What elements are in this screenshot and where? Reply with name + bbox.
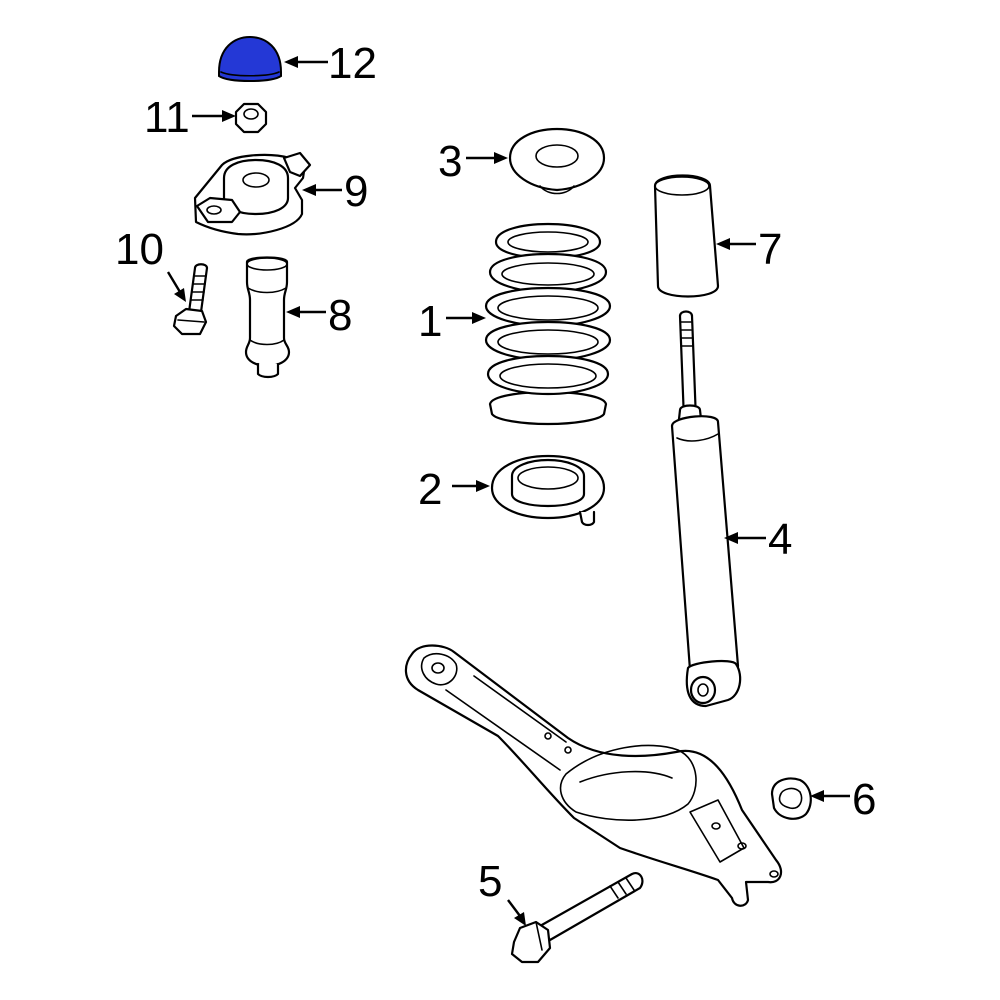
dust-cap-body: [218, 35, 282, 83]
lower-seat-inner: [517, 466, 579, 490]
callout-3-number: 3: [438, 137, 462, 186]
flange-nut-hole: [778, 787, 803, 810]
trailing-arm: [404, 644, 783, 907]
mount-tab-left: [195, 196, 242, 224]
part-8-bump-stop[interactable]: [244, 256, 291, 379]
dust-cap-rim: [220, 71, 280, 77]
callout-11-number: 11: [144, 93, 190, 142]
shock-top-ring: [676, 433, 719, 442]
long-bolt-thread: [609, 877, 635, 899]
trailing-arm-front-eye: [420, 652, 458, 686]
callout-8-number: 8: [328, 291, 352, 340]
dust-boot-top: [654, 176, 710, 196]
spring-top-inner: [507, 231, 589, 253]
spring-coil-2: [488, 252, 608, 294]
callout-10: 10: [115, 225, 186, 302]
part-3-upper-spring-seat[interactable]: [508, 127, 606, 195]
spring-coil-5: [486, 354, 610, 396]
callout-2: 2: [418, 465, 490, 514]
bump-stop-top: [246, 257, 288, 271]
trailing-arm-body: [404, 644, 783, 907]
lower-seat-pin: [578, 510, 596, 527]
callout-4-number: 4: [768, 515, 792, 564]
bolt-flange: [177, 319, 205, 323]
bump-stop-base: [256, 362, 280, 379]
spring-inner-3: [497, 295, 599, 321]
upper-seat-lip: [539, 185, 575, 195]
part-12-dust-cap[interactable]: [218, 35, 282, 83]
part-6-flange-nut[interactable]: [770, 777, 812, 820]
long-bolt-shank: [538, 872, 644, 942]
trailing-arm-spring-pocket: [559, 744, 697, 821]
mount-center-hole: [242, 172, 270, 188]
part-1-coil-spring[interactable]: [484, 222, 612, 426]
callout-9: 9: [302, 167, 368, 216]
spring-inner-2: [501, 262, 595, 286]
shock-bushing-hole: [697, 683, 709, 697]
part-10-bolt[interactable]: [172, 263, 209, 336]
lower-seat-ring: [510, 458, 586, 508]
nut-hole: [243, 108, 259, 120]
part-4-shock-absorber[interactable]: [670, 310, 742, 708]
callout-10-number: 10: [115, 225, 164, 274]
trailing-arm-hole-1: [711, 822, 721, 830]
callout-3: 3: [438, 137, 508, 186]
part-5-long-bolt[interactable]: [510, 872, 644, 964]
upper-seat-body: [508, 127, 606, 192]
callout-1: 1: [418, 297, 486, 346]
callout-5: 5: [478, 857, 526, 926]
trailing-arm-rivet-1: [544, 732, 552, 740]
trailing-arm-front-hole: [431, 662, 445, 674]
part-7-dust-boot[interactable]: [653, 174, 720, 298]
callout-12-number: 12: [328, 39, 377, 88]
spring-inner-4: [497, 329, 599, 355]
callout-6: 6: [810, 775, 876, 824]
mount-tab-right: [282, 151, 312, 178]
callout-6-number: 6: [852, 775, 876, 824]
dust-boot-body: [653, 174, 720, 298]
long-bolt-head: [510, 920, 552, 964]
trailing-arm-edge: [445, 675, 567, 771]
part-2-lower-spring-seat[interactable]: [490, 454, 606, 527]
bump-stop-body: [244, 256, 291, 368]
callout-1-number: 1: [418, 297, 442, 346]
shock-bushing: [689, 675, 717, 705]
callout-8: 8: [286, 291, 352, 340]
nut-body: [234, 102, 268, 134]
bolt-thread: [190, 275, 207, 301]
shock-body: [670, 415, 740, 679]
flange-nut-body: [770, 777, 812, 820]
part-11-nut[interactable]: [234, 102, 268, 134]
spring-bottom-coil: [488, 390, 608, 426]
shock-rod-thread: [680, 321, 693, 347]
mount-tab-hole: [206, 205, 222, 215]
callout-5-number: 5: [478, 857, 502, 906]
trailing-arm-hole-2: [737, 842, 747, 850]
shock-rod: [678, 310, 698, 422]
spring-inner-5: [499, 363, 597, 389]
callout-11: 11: [144, 93, 236, 142]
part-9-upper-mount[interactable]: [193, 151, 312, 236]
callout-4: 4: [724, 515, 792, 564]
bump-stop-ribs: [247, 287, 287, 346]
bolt-shank: [187, 263, 209, 314]
upper-seat-hole: [535, 144, 579, 168]
trailing-arm-pocket-inner: [579, 770, 673, 783]
trailing-arm-hole-3: [769, 870, 779, 878]
trailing-arm-rivet-2: [564, 746, 572, 754]
callout-7: 7: [716, 225, 782, 274]
callout-2-number: 2: [418, 465, 442, 514]
callout-7-number: 7: [758, 225, 782, 274]
callout-9-number: 9: [344, 167, 368, 216]
callout-12: 12: [284, 39, 377, 88]
long-bolt-flange: [535, 921, 543, 951]
